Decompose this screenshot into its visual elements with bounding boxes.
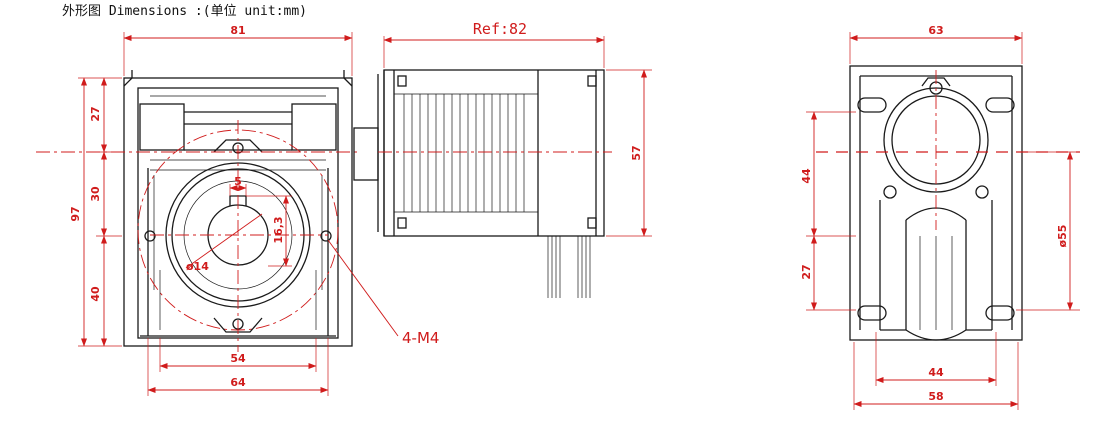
top-lug-right (291, 103, 337, 151)
dim-40: 40 (89, 286, 102, 302)
ext-57 (606, 69, 652, 237)
dim-81: 81 (230, 24, 245, 37)
top-lug-left (139, 103, 185, 151)
ext-81 (123, 32, 353, 76)
dim-bore-14: ø14 (186, 260, 209, 273)
dim-63: 63 (928, 24, 943, 37)
ext-16-3 (246, 195, 292, 267)
dim-ref-82: Ref:82 (473, 20, 527, 38)
page-title: 外形图 Dimensions :(单位 unit:mm) (62, 4, 308, 19)
ext-bottom (147, 338, 329, 396)
motor-screw-tl (397, 75, 407, 87)
motor-shaft-adapter (353, 127, 379, 181)
motor-cables (547, 236, 591, 298)
motor-segment-lines (393, 70, 597, 236)
dim-64: 64 (230, 376, 246, 389)
motor-screw-bl (397, 217, 407, 229)
side-body-walls (879, 200, 993, 330)
slot-br (985, 305, 1015, 321)
dim-55: ø55 (1056, 225, 1069, 248)
motor-fins (403, 94, 525, 212)
side-bolt-right (975, 185, 989, 199)
motor-flange (377, 70, 385, 236)
side-ribs (147, 168, 329, 300)
bolt-hole-left (144, 230, 156, 242)
dim-27-left: 27 (800, 264, 813, 279)
slot-tr (985, 97, 1015, 113)
side-base (880, 329, 992, 341)
ext-side-left (806, 111, 856, 311)
ext-side-bottom (853, 332, 1019, 410)
slot-tl (857, 97, 887, 113)
dim-57: 57 (630, 145, 643, 160)
ext-82 (383, 36, 605, 68)
bolt-hole-right (320, 230, 332, 242)
dim-27: 27 (89, 106, 102, 121)
motor-screw-tr (587, 75, 597, 87)
dim-54: 54 (230, 352, 246, 365)
dim-44-left: 44 (800, 168, 813, 184)
side-bolt-left (883, 185, 897, 199)
base (140, 300, 336, 337)
leader-4-m4 (327, 239, 399, 337)
base-ribs (159, 270, 317, 330)
motor-screw-br (587, 217, 597, 229)
side-view: 63 44 27 ø55 44 58 (800, 24, 1080, 410)
ext-left (78, 77, 122, 347)
side-ribs (919, 236, 953, 330)
leader-14 (185, 213, 263, 269)
motor-fin-border (394, 93, 538, 213)
dim-58: 58 (928, 390, 943, 403)
dim-44-bottom: 44 (928, 366, 944, 379)
housing-corner (123, 70, 353, 87)
front-view: 81 27 30 97 40 5 16,3 ø14 54 64 4-M4 (36, 24, 439, 396)
dim-4-m4: 4-M4 (402, 329, 439, 347)
dim-16-3: 16,3 (272, 216, 285, 243)
dim-30: 30 (89, 186, 102, 202)
slot-bl (857, 305, 887, 321)
motor-body (383, 69, 605, 237)
dim-97: 97 (69, 206, 82, 221)
dim-5: 5 (234, 175, 242, 188)
motor-view: Ref:82 57 (353, 20, 652, 298)
